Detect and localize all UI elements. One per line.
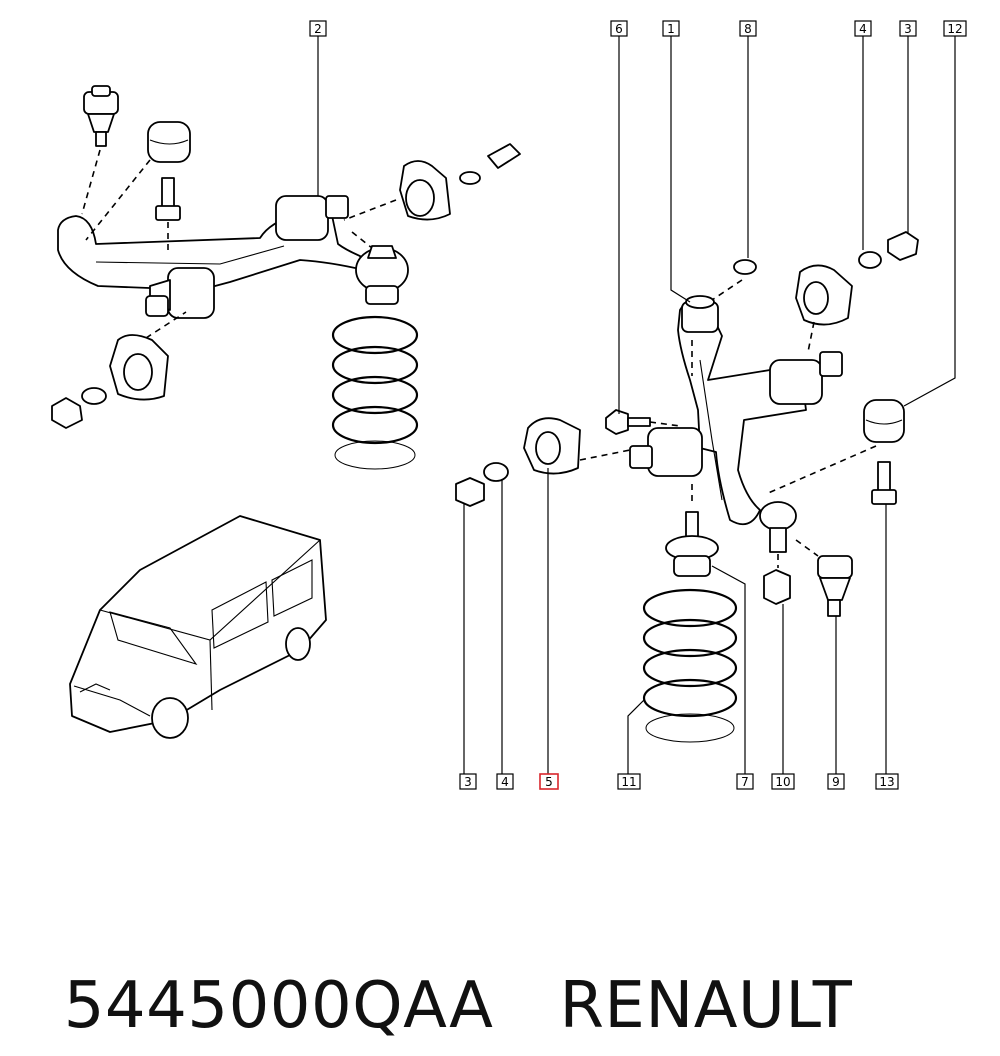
arm-bush-right-front (629, 427, 703, 477)
svg-text:3: 3 (464, 775, 472, 789)
callout-4-bottom: 4 (496, 773, 514, 790)
part-number: 5445000QAA (63, 969, 494, 1043)
callout-7: 7 (736, 773, 754, 790)
bush-bracket-right (795, 231, 919, 326)
coil-spring-right (642, 588, 738, 743)
callout-8: 8 (739, 20, 757, 37)
van-illustration (69, 515, 327, 739)
callout-3-bottom: 3 (459, 773, 477, 790)
callout-3-top: 3 (899, 20, 917, 37)
callout-6: 6 (610, 20, 628, 37)
svg-text:9: 9 (832, 775, 840, 789)
callout-10: 10 (771, 773, 795, 790)
bush-bracket-lower-left (51, 334, 169, 429)
bolt-6 (605, 409, 651, 435)
part-caption: 5445000QAA RENAULT (22, 856, 852, 1043)
svg-text:4: 4 (501, 775, 509, 789)
arm-bush-right-upper (769, 351, 843, 405)
svg-text:8: 8 (744, 22, 752, 36)
coil-spring-left (331, 315, 419, 470)
brand-name: RENAULT (559, 969, 853, 1043)
callout-9: 9 (827, 773, 845, 790)
callout-11: 11 (617, 773, 641, 790)
callout-5-highlighted[interactable]: 5 (539, 773, 559, 790)
svg-text:12: 12 (947, 22, 962, 36)
svg-text:10: 10 (775, 775, 790, 789)
left-wishbone-assembly (51, 85, 521, 470)
callout-2: 2 (309, 20, 327, 37)
callout-1: 1 (662, 20, 680, 37)
callout-13: 13 (875, 773, 899, 790)
svg-text:4: 4 (859, 22, 867, 36)
ball-joint-right (759, 501, 853, 617)
right-wishbone-assembly (455, 231, 919, 743)
ball-joint-left (83, 85, 119, 147)
bush-bracket-left (399, 143, 521, 221)
bush-bracket-5-group (455, 417, 581, 507)
svg-text:5: 5 (545, 775, 553, 789)
svg-text:13: 13 (879, 775, 894, 789)
svg-text:2: 2 (314, 22, 322, 36)
svg-text:1: 1 (667, 22, 675, 36)
upper-mount-right (665, 511, 719, 577)
arm-top-joint-right (681, 295, 719, 333)
arm-bush-left (145, 267, 215, 319)
bump-stop-right (863, 399, 905, 505)
upper-mount-left (355, 245, 409, 305)
bump-stop-left (147, 121, 191, 221)
callout-4-top: 4 (854, 20, 872, 37)
svg-text:3: 3 (904, 22, 912, 36)
svg-text:7: 7 (741, 775, 749, 789)
svg-text:6: 6 (615, 22, 623, 36)
arm-bush-rear-left (275, 195, 349, 241)
leader-lines (317, 36, 956, 774)
svg-text:11: 11 (621, 775, 636, 789)
callout-12: 12 (943, 20, 967, 37)
suspension-exploded-diagram: 2 6 1 8 4 3 12 3 4 5 11 7 10 9 13 (51, 20, 967, 790)
washer-8 (733, 259, 757, 275)
